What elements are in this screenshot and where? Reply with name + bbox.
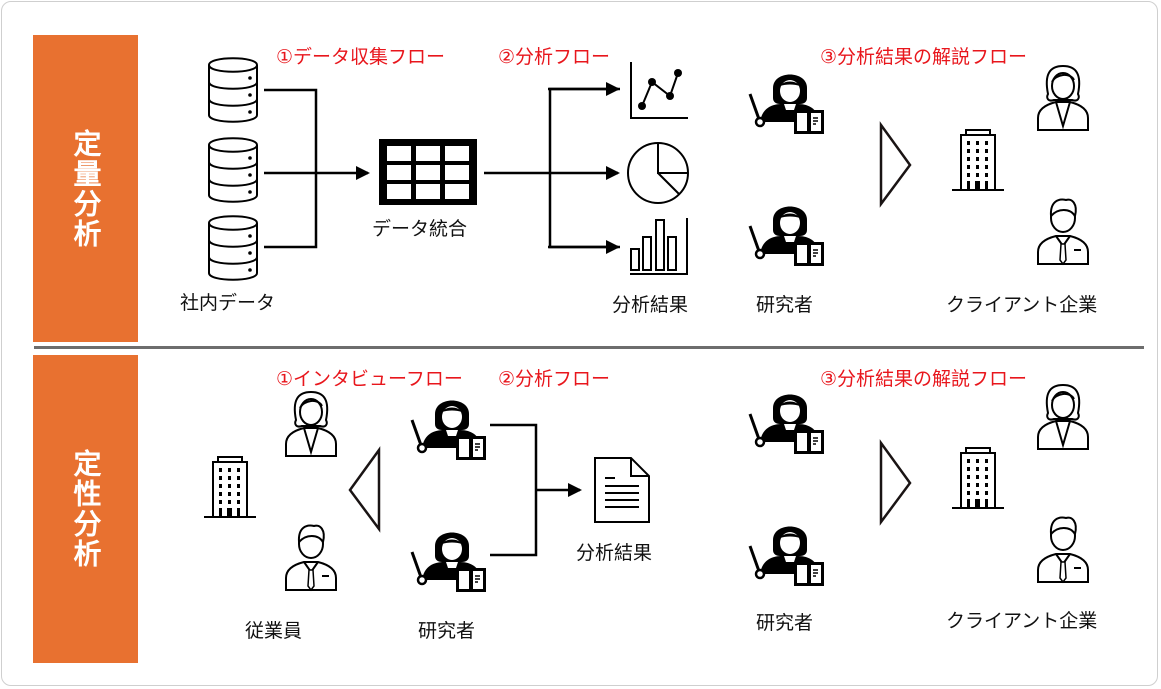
quantitative-analysis-label: 定量分析 — [33, 35, 138, 342]
document-icon — [594, 457, 650, 523]
businessman-icon — [1037, 516, 1089, 583]
flow-label-analysis: ②分析フロー — [498, 46, 611, 68]
quantitative-title: 定量分析 — [69, 128, 103, 249]
line-chart-icon — [630, 62, 688, 119]
bar-chart-icon — [630, 218, 688, 275]
client-companies-label: クライアント企業 — [946, 294, 1098, 316]
qualitative-title: 定性分析 — [69, 449, 103, 569]
researchers-label: 研究者 — [756, 294, 814, 316]
building-icon — [951, 447, 1005, 509]
client-companies-label: クライアント企業 — [946, 610, 1098, 632]
employees-label: 従業員 — [245, 620, 303, 642]
flow-label-explanation: ③分析結果の解説フロー — [820, 46, 1028, 68]
triangle-right-icon — [879, 121, 912, 208]
researcher-icon — [748, 393, 826, 456]
analysis-results-label: 分析結果 — [576, 542, 653, 564]
pie-chart-icon — [627, 142, 689, 204]
flow-label-explanation: ③分析結果の解説フロー — [820, 368, 1028, 390]
researcher-icon — [748, 525, 826, 588]
flow-label-data-collection: ①データ収集フロー — [276, 46, 446, 68]
analysis-results-label: 分析結果 — [612, 294, 689, 316]
triangle-right-icon — [879, 439, 912, 526]
table-grid-icon — [379, 139, 477, 205]
flow-label-interview: ①インタビューフロー — [276, 368, 463, 390]
triangle-left-icon — [348, 446, 381, 533]
data-integration-label: データ統合 — [372, 218, 468, 240]
researchers-label: 研究者 — [418, 620, 476, 642]
qualitative-analysis-label: 定性分析 — [33, 355, 138, 663]
internal-data-label: 社内データ — [180, 292, 276, 314]
flow-label-analysis: ②分析フロー — [498, 368, 611, 390]
researchers-label: 研究者 — [756, 612, 814, 634]
businesswoman-icon — [1037, 384, 1089, 450]
section-divider — [34, 346, 1144, 349]
